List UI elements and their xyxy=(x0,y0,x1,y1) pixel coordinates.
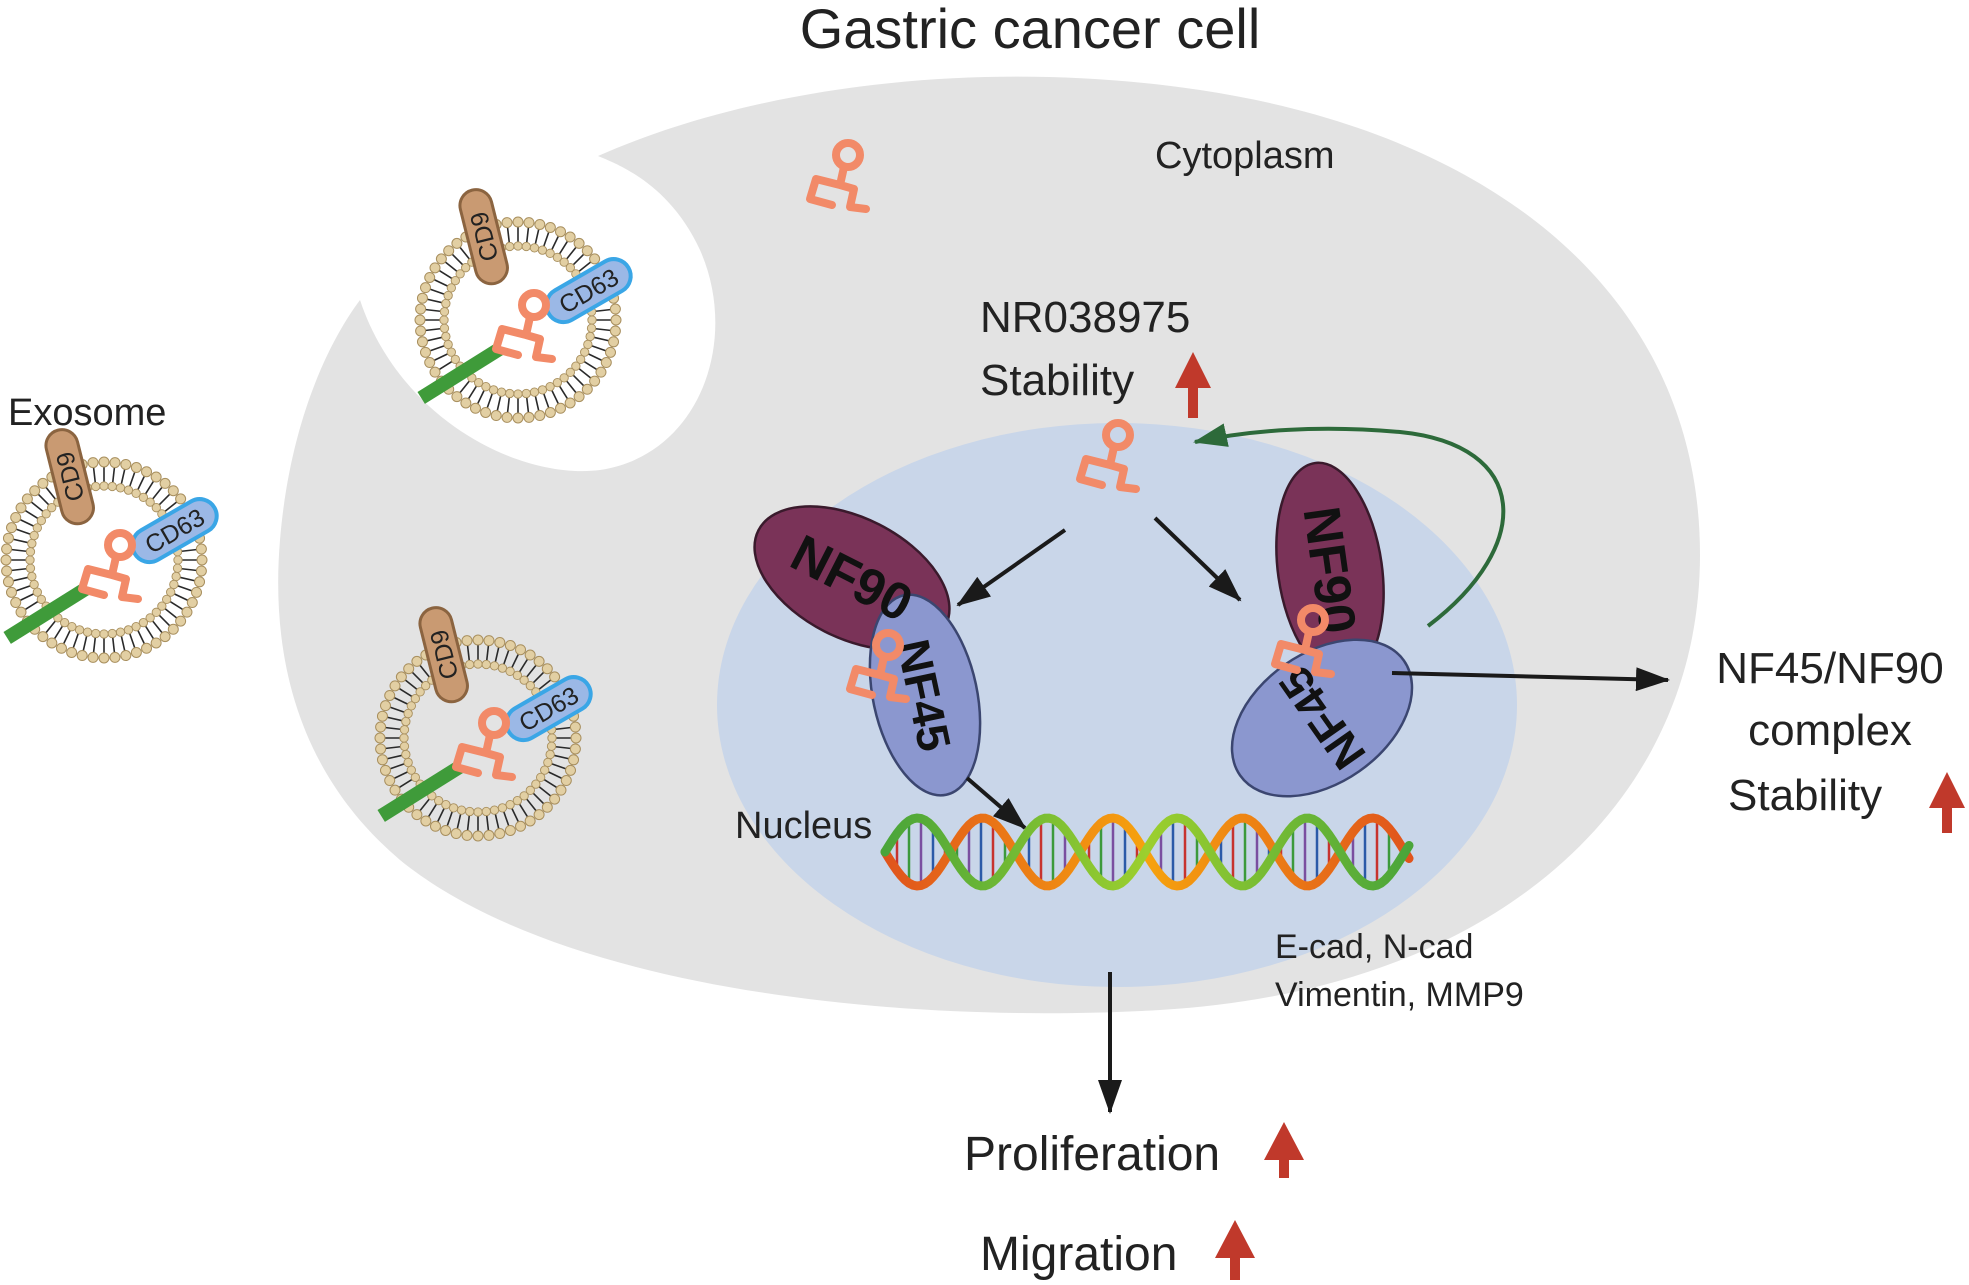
arrow-to-complex-stability xyxy=(1391,667,1670,692)
arrow-to-right-complex xyxy=(1153,516,1242,602)
left-nf-complex: NF90 NF45 xyxy=(753,505,982,797)
up-arrow-icon xyxy=(1175,352,1211,418)
arrow-to-left-complex xyxy=(956,528,1067,607)
exosome-label: Exosome xyxy=(8,392,166,434)
complex-label: complex xyxy=(1748,706,1912,755)
nr-name-label: NR038975 xyxy=(980,293,1190,342)
complex-stability-label: Stability xyxy=(1728,771,1882,820)
diagram-title: Gastric cancer cell xyxy=(800,0,1261,60)
rna-molecule-icon xyxy=(82,533,138,599)
nr-stability-label: Stability xyxy=(980,356,1134,405)
complex-name-label: NF45/NF90 xyxy=(1716,644,1943,693)
arrow-to-dna xyxy=(965,776,1027,830)
nucleus-label: Nucleus xyxy=(735,805,872,847)
proliferation-label: Proliferation xyxy=(964,1128,1220,1181)
genes-line1: E-cad, N-cad xyxy=(1275,928,1473,966)
up-arrow-icon xyxy=(1215,1220,1255,1280)
cytoplasm-label: Cytoplasm xyxy=(1155,135,1335,177)
genes-line2: Vimentin, MMP9 xyxy=(1275,976,1524,1014)
migration-label: Migration xyxy=(980,1228,1177,1281)
up-arrow-icon xyxy=(1929,772,1965,833)
rna-molecule-icon xyxy=(496,293,552,359)
feedback-arrow xyxy=(1193,423,1506,628)
dna-helix-icon xyxy=(880,813,1414,891)
right-nf-complex: NF90 NF45 xyxy=(1230,461,1414,798)
up-arrow-icon xyxy=(1264,1122,1304,1178)
